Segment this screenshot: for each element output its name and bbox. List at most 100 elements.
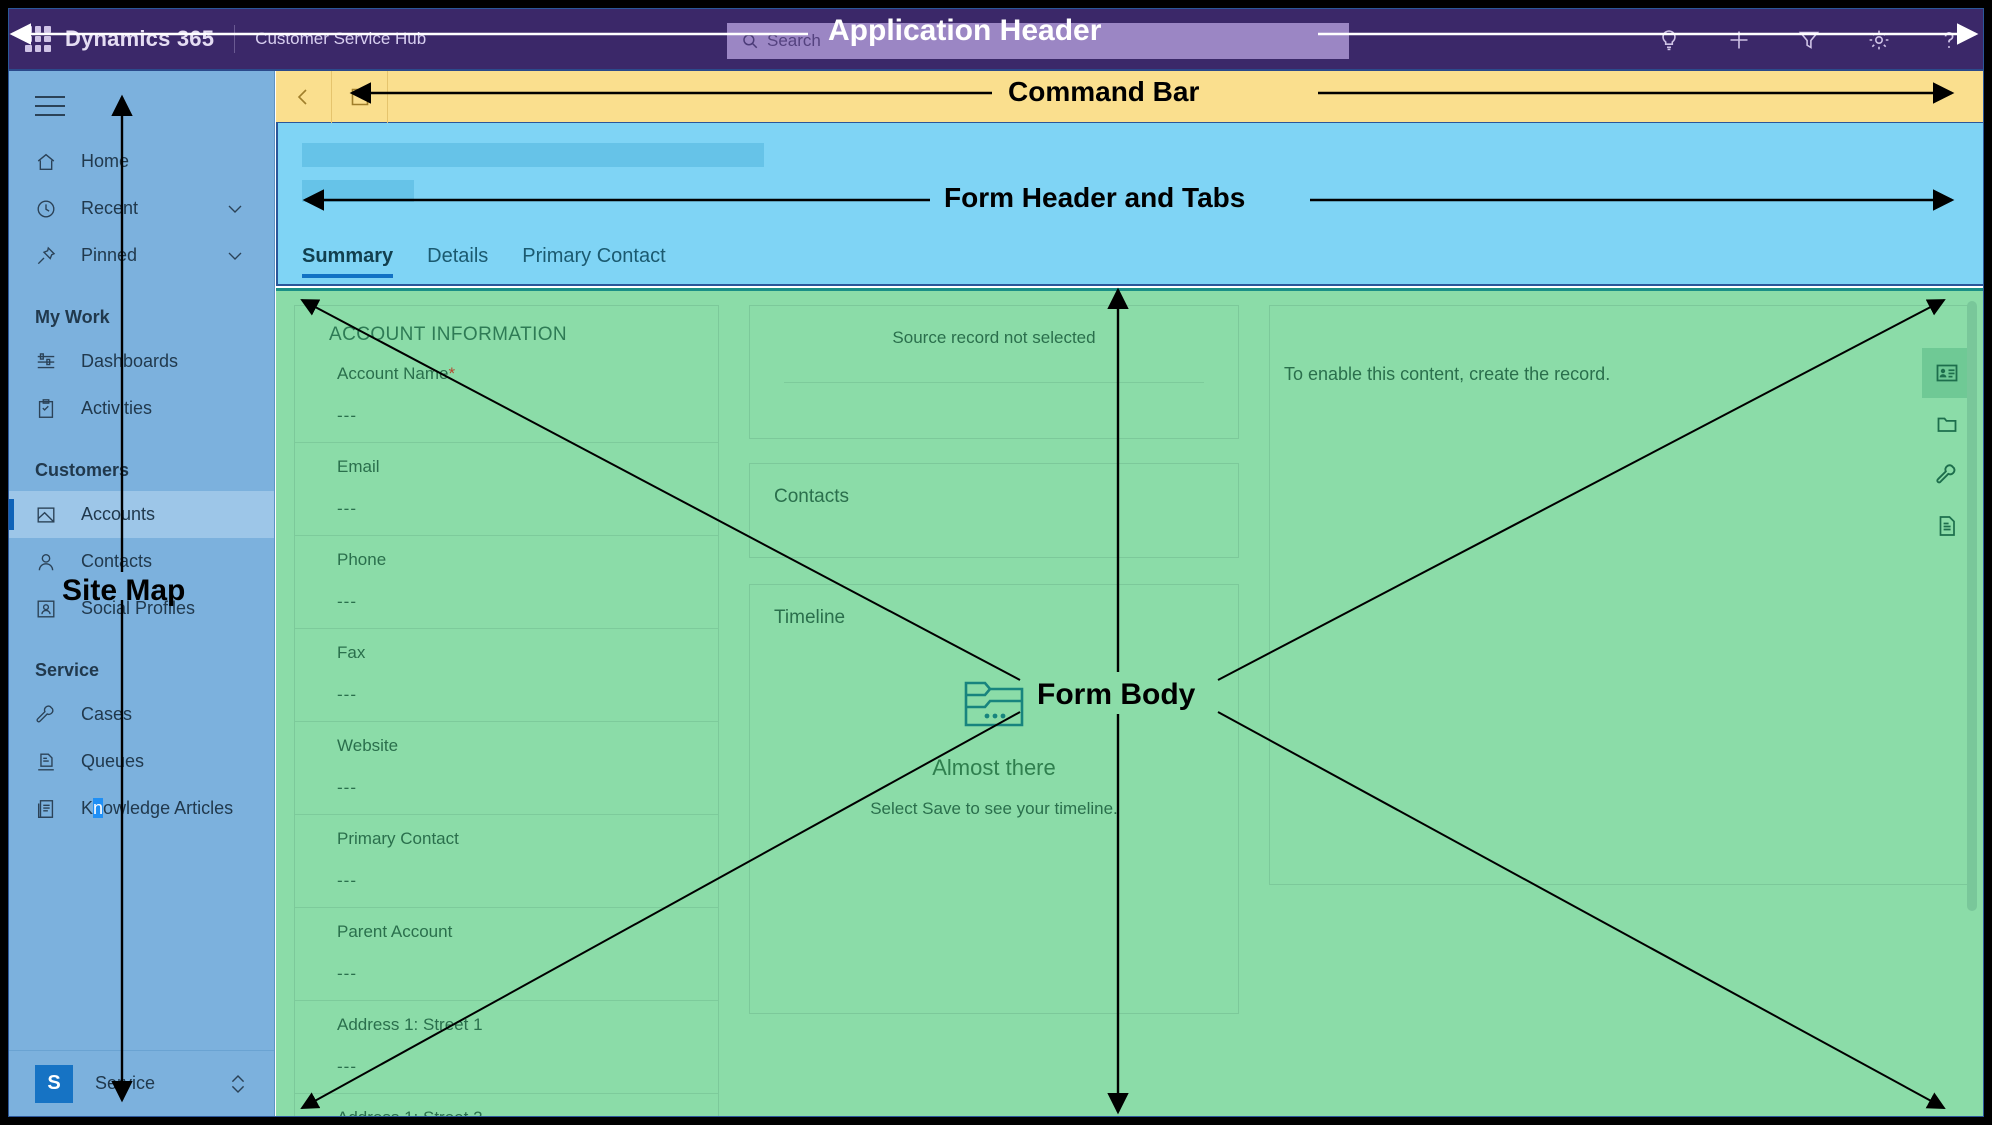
person-icon xyxy=(38,553,54,570)
rail-contact-card-button[interactable] xyxy=(1922,348,1972,398)
enable-content-note: To enable this content, create the recor… xyxy=(1284,364,1611,384)
search-icon xyxy=(743,34,758,49)
social-icon xyxy=(37,600,55,617)
tab-details[interactable]: Details xyxy=(427,245,489,267)
account-icon xyxy=(37,506,55,523)
rail-folder-button[interactable] xyxy=(1922,399,1972,449)
lightbulb-icon[interactable] xyxy=(1657,28,1681,52)
folder-ellipsis-icon xyxy=(964,681,1024,727)
site-map-scroll: Home Recent Pinned My W xyxy=(9,138,274,1050)
timeline-empty-title: Almost there xyxy=(932,755,1056,780)
right-icon-rail xyxy=(1922,348,1972,552)
sidebar-item-label: Accounts xyxy=(81,504,156,524)
sidebar-item-home[interactable]: Home xyxy=(9,138,274,185)
save-icon xyxy=(351,88,368,105)
sidebar-item-activities[interactable]: Activities xyxy=(9,385,274,432)
ka-part2: owledge Articles xyxy=(103,798,234,818)
text-selection-highlight: n xyxy=(93,798,104,818)
home-icon xyxy=(37,153,55,170)
field-fax[interactable]: Fax --- xyxy=(295,629,718,722)
field-value: --- xyxy=(337,592,357,611)
field-label: Primary Contact xyxy=(337,829,459,848)
filter-icon[interactable] xyxy=(1797,28,1821,52)
global-search-box[interactable]: Search xyxy=(727,23,1349,59)
wrench-icon xyxy=(1936,464,1956,484)
related-content-card: To enable this content, create the recor… xyxy=(1269,305,1973,885)
field-account-name[interactable]: Account Name* --- xyxy=(295,350,718,443)
field-phone[interactable]: Phone --- xyxy=(295,536,718,629)
record-title-placeholder xyxy=(302,143,764,167)
field-label: Fax xyxy=(337,643,366,662)
dashboard-icon xyxy=(37,352,55,368)
form-body-scrollbar[interactable] xyxy=(1967,301,1977,911)
field-primary-contact[interactable]: Primary Contact --- xyxy=(295,815,718,908)
field-value: --- xyxy=(337,871,357,890)
contacts-card[interactable]: Contacts xyxy=(749,463,1239,558)
app-switcher-label: Service xyxy=(95,1073,156,1093)
field-address1-street2[interactable]: Address 1: Street 2 xyxy=(295,1094,718,1116)
tab-summary[interactable]: Summary xyxy=(302,245,394,284)
right-column: To enable this content, create the recor… xyxy=(1251,291,1983,1116)
sidebar-item-queues[interactable]: Queues xyxy=(9,738,274,785)
sidebar-item-knowledge-articles[interactable]: Knowledge Articles xyxy=(9,785,274,832)
sidebar-item-label: Cases xyxy=(81,704,133,724)
sidebar-item-dashboards[interactable]: Dashboards xyxy=(9,338,274,385)
sidebar-item-social-profiles[interactable]: Social Profiles xyxy=(9,585,274,632)
up-down-chevron-icon[interactable] xyxy=(228,1072,248,1096)
chevron-down-icon[interactable] xyxy=(226,247,244,265)
queue-icon xyxy=(38,753,54,770)
timeline-card-title: Timeline xyxy=(774,607,846,628)
plus-icon[interactable] xyxy=(1727,28,1751,52)
rail-document-button[interactable] xyxy=(1922,501,1972,551)
sidebar-item-cases[interactable]: Cases xyxy=(9,691,274,738)
sidebar-item-label: Recent xyxy=(81,198,139,218)
dynamics-app-shell: Dynamics 365 Customer Service Hub Search xyxy=(8,8,1984,1117)
field-value: --- xyxy=(337,685,357,704)
field-parent-account[interactable]: Parent Account --- xyxy=(295,908,718,1001)
account-information-column: ACCOUNT INFORMATION Account Name* --- Em… xyxy=(276,291,731,1116)
question-icon[interactable] xyxy=(1937,28,1961,52)
sidebar-item-recent[interactable]: Recent xyxy=(9,185,274,232)
field-website[interactable]: Website --- xyxy=(295,722,718,815)
gear-icon[interactable] xyxy=(1867,28,1891,52)
field-value: --- xyxy=(337,778,357,797)
field-label: Phone xyxy=(337,550,387,569)
app-name-label: Customer Service Hub xyxy=(255,29,427,48)
field-label: Account Name* xyxy=(337,364,456,383)
application-header: Dynamics 365 Customer Service Hub Search xyxy=(9,9,1983,71)
field-address1-street1[interactable]: Address 1: Street 1 --- xyxy=(295,1001,718,1094)
save-button[interactable] xyxy=(332,70,388,123)
app-switcher[interactable]: S Service xyxy=(9,1050,274,1116)
sidebar-item-pinned[interactable]: Pinned xyxy=(9,232,274,279)
sidebar-item-label: Social Profiles xyxy=(81,598,196,618)
field-label: Email xyxy=(337,457,380,476)
site-map-nav: Home Recent Pinned My W xyxy=(9,71,275,1116)
timeline-card: Timeline Almost there Select Save to see… xyxy=(749,584,1239,1014)
sidebar-item-accounts[interactable]: Accounts xyxy=(9,491,274,538)
form-tabs: Summary Details Primary Contact xyxy=(302,245,666,284)
form-body: ACCOUNT INFORMATION Account Name* --- Em… xyxy=(276,288,1983,1116)
chevron-down-icon[interactable] xyxy=(226,200,244,218)
field-label: Address 1: Street 1 xyxy=(337,1015,483,1034)
hamburger-icon[interactable] xyxy=(35,96,65,116)
timeline-empty-state: Almost there Select Save to see your tim… xyxy=(774,629,1214,855)
wrench-icon xyxy=(36,704,54,722)
contact-card-icon xyxy=(1936,364,1958,382)
rail-wrench-button[interactable] xyxy=(1922,450,1972,500)
field-email[interactable]: Email --- xyxy=(295,443,718,536)
avatar: S xyxy=(35,1064,73,1103)
brand-title: Dynamics 365 xyxy=(65,26,215,51)
activity-icon xyxy=(38,398,54,418)
waffle-icon[interactable] xyxy=(25,26,51,52)
command-bar xyxy=(276,70,1983,123)
field-value: --- xyxy=(337,406,357,425)
sidebar-group-customers: Customers xyxy=(35,460,130,480)
sidebar-item-label: Queues xyxy=(81,751,145,771)
back-button[interactable] xyxy=(276,70,332,123)
tab-primary-contact[interactable]: Primary Contact xyxy=(522,245,666,267)
sidebar-item-contacts[interactable]: Contacts xyxy=(9,538,274,585)
header-divider xyxy=(234,25,236,53)
card-divider xyxy=(784,382,1204,383)
sidebar-item-label: Activities xyxy=(81,398,153,418)
